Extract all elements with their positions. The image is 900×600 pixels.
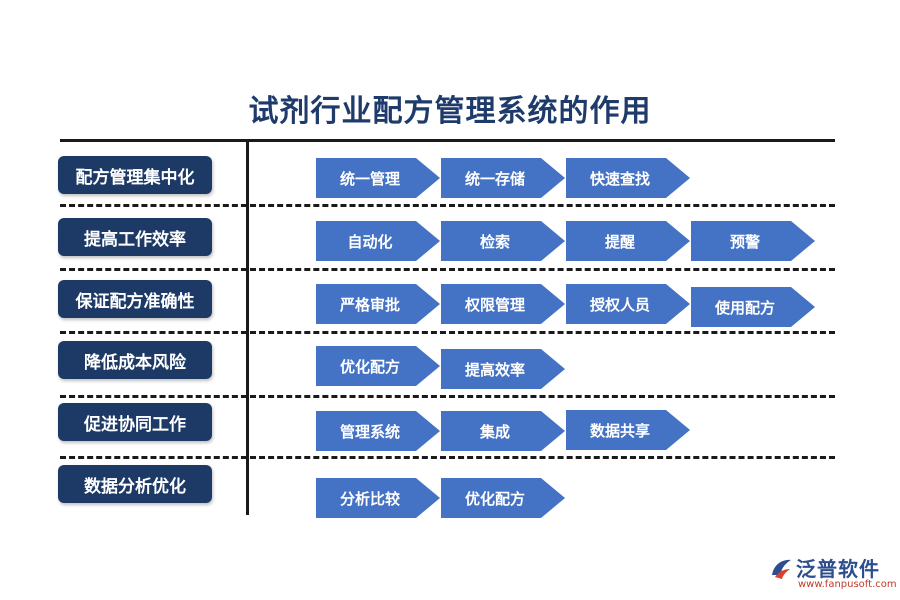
chevron-item: 集成 xyxy=(441,411,565,451)
chevron-item: 权限管理 xyxy=(441,284,565,324)
chevron-item: 自动化 xyxy=(316,221,440,261)
row-5: 数据分析优化 分析比较 优化配方 xyxy=(0,465,900,525)
row-0: 配方管理集中化 统一管理 统一存储 快速查找 xyxy=(0,156,900,216)
row-divider xyxy=(60,456,835,459)
chevron-item: 分析比较 xyxy=(316,478,440,518)
row-divider xyxy=(60,331,835,334)
brand-logo: 泛普软件 www.fanpusoft.com xyxy=(768,553,897,593)
vertical-divider xyxy=(246,139,249,515)
row-2: 保证配方准确性 严格审批 权限管理 授权人员 使用配方 xyxy=(0,280,900,340)
fanpu-logo-icon xyxy=(772,559,791,579)
row-label: 降低成本风险 xyxy=(58,341,212,379)
chevron-item: 优化配方 xyxy=(316,346,440,386)
chevron-item: 提高效率 xyxy=(441,349,565,389)
logo-url: www.fanpusoft.com xyxy=(798,579,897,590)
chevron-item: 快速查找 xyxy=(566,158,690,198)
chevron-item: 提醒 xyxy=(566,221,690,261)
row-label: 保证配方准确性 xyxy=(58,280,212,318)
chevron-item: 统一存储 xyxy=(441,158,565,198)
row-label: 数据分析优化 xyxy=(58,465,212,503)
row-divider xyxy=(60,395,835,398)
row-label: 配方管理集中化 xyxy=(58,156,212,194)
chevron-item: 统一管理 xyxy=(316,158,440,198)
chevron-item: 优化配方 xyxy=(441,478,565,518)
chevron-item: 使用配方 xyxy=(691,287,815,327)
chevron-item: 授权人员 xyxy=(566,284,690,324)
top-divider xyxy=(60,139,835,142)
row-label: 促进协同工作 xyxy=(58,403,212,441)
chevron-item: 数据共享 xyxy=(566,410,690,450)
row-label: 提高工作效率 xyxy=(58,218,212,256)
row-divider xyxy=(60,204,835,207)
chevron-item: 预警 xyxy=(691,221,815,261)
chevron-item: 检索 xyxy=(441,221,565,261)
chevron-item: 管理系统 xyxy=(316,411,440,451)
chevron-item: 严格审批 xyxy=(316,284,440,324)
row-1: 提高工作效率 自动化 检索 提醒 预警 xyxy=(0,218,900,278)
row-3: 降低成本风险 优化配方 提高效率 xyxy=(0,341,900,401)
page-title: 试剂行业配方管理系统的作用 xyxy=(248,94,652,129)
row-divider xyxy=(60,268,835,271)
row-4: 促进协同工作 管理系统 集成 数据共享 xyxy=(0,403,900,463)
logo-name: 泛普软件 xyxy=(796,557,880,581)
